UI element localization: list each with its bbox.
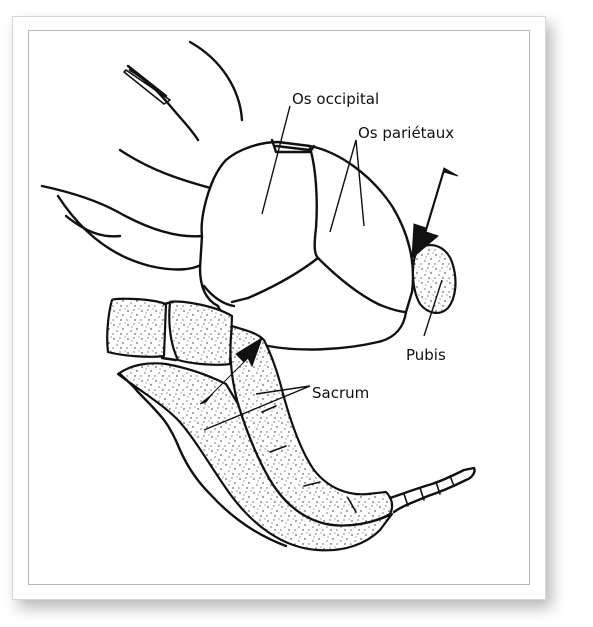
fetal-body (40, 40, 244, 271)
pubis-bone (411, 244, 457, 314)
lumbar-vertebrae (106, 297, 234, 366)
label-pubis: Pubis (406, 346, 446, 364)
label-sacrum: Sacrum (312, 384, 369, 402)
fetal-head (198, 138, 415, 351)
leader-lines (203, 105, 443, 431)
lower-left-arrow (199, 336, 263, 405)
label-os-parietaux: Os pariétaux (358, 124, 454, 142)
label-os-occipital: Os occipital (292, 90, 379, 108)
pelvic-wall (116, 362, 394, 552)
upper-right-arrow (411, 167, 459, 260)
engagement-arrows (199, 167, 459, 405)
